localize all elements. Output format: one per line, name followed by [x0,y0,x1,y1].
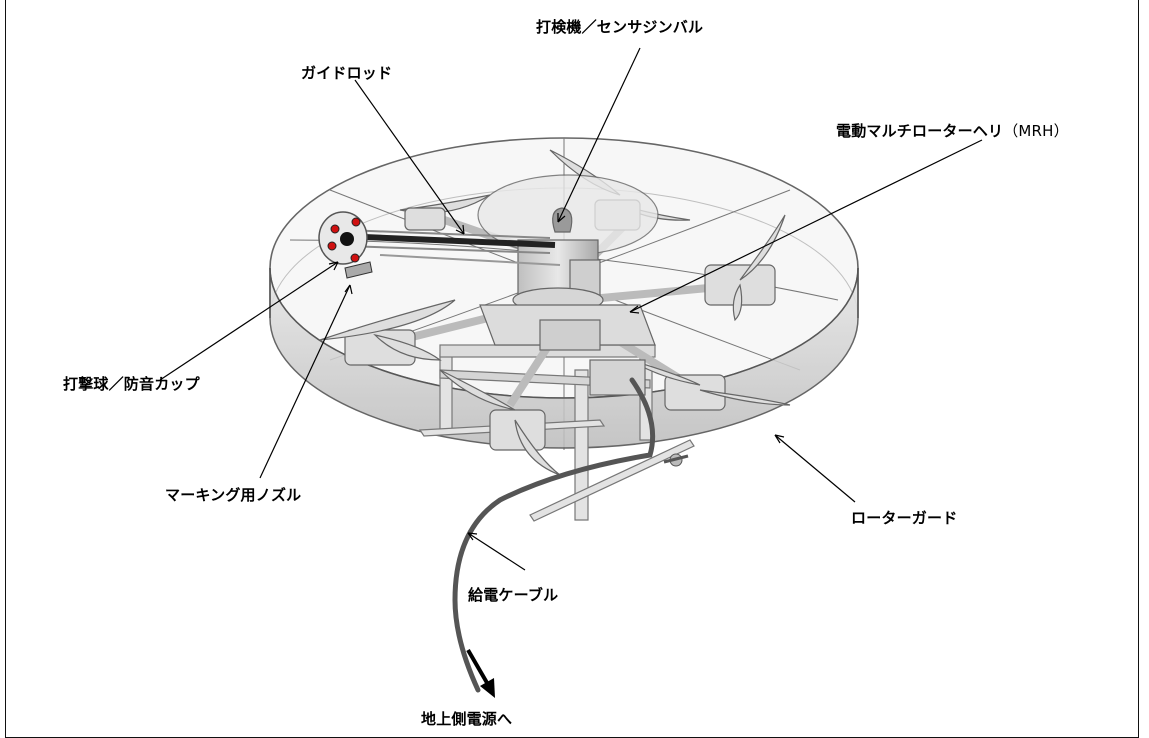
label-gimbal: 打検機／センサジンバル [536,18,704,36]
label-rotor-guard: ローターガード [851,509,958,527]
label-cable: 給電ケーブル [468,586,559,604]
label-nozzle: マーキング用ノズル [165,486,302,504]
label-mrh-abbrev: （MRH） [1003,122,1069,140]
power-cable [452,377,689,693]
label-guide-rod: ガイドロッド [301,64,393,82]
mrh-body [477,174,659,396]
landing-gear [418,344,695,522]
label-ground-power: 地上側電源へ [421,710,513,728]
ground-power-arrow [466,648,495,698]
label-striker: 打撃球／防音カップ [63,375,200,393]
label-mrh-name: 電動マルチローターヘリ [836,122,1004,140]
label-mrh: 電動マルチローターヘリ（MRH） [836,120,1069,141]
guide-rod-assembly [318,211,561,279]
leader-lines [159,47,983,571]
